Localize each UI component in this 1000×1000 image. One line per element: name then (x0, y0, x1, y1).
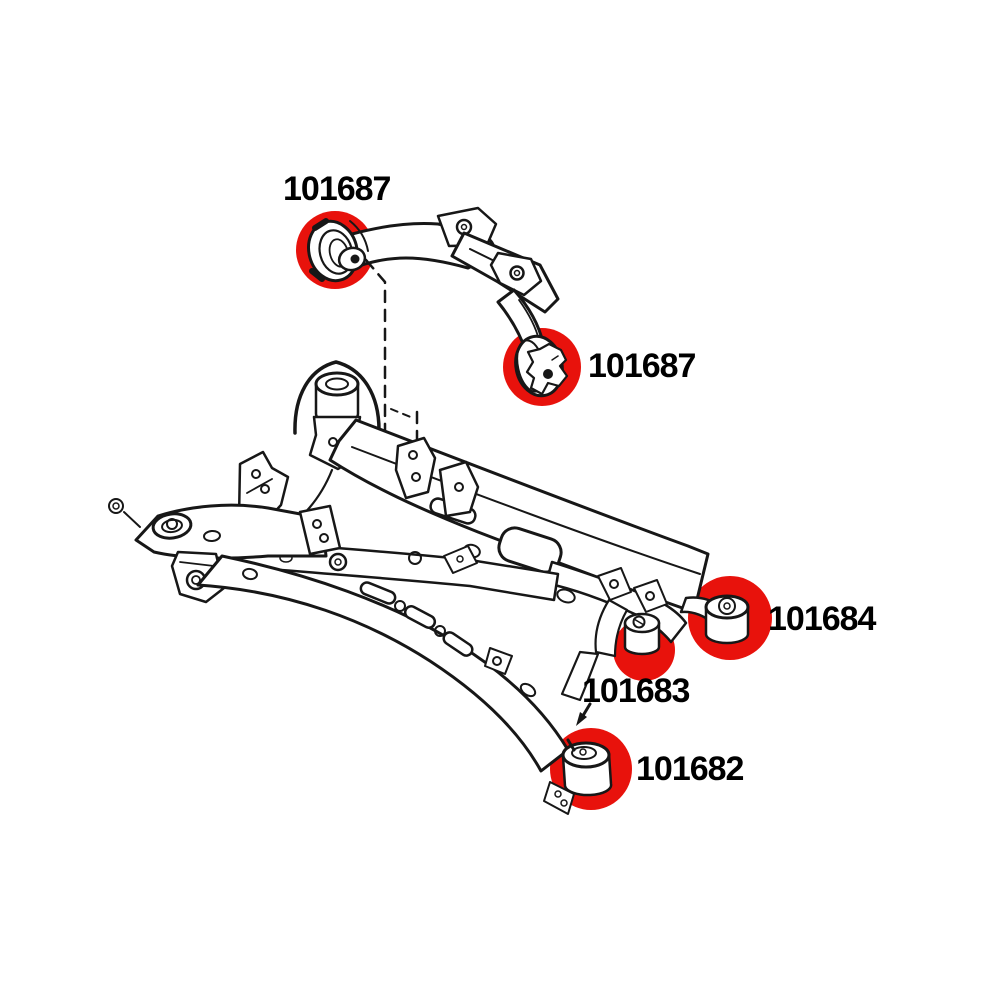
beam-tab (484, 647, 513, 675)
main-rail (328, 418, 710, 614)
strut-to-lower-bushing (560, 650, 600, 702)
arm-hole-oval (203, 529, 221, 543)
crossmember-bracket-a (597, 567, 632, 601)
bolt-hole (456, 555, 464, 563)
bolt-hole (260, 484, 270, 494)
tower-bushing-top (314, 371, 360, 397)
bushing-detail-line (551, 355, 559, 361)
tip-bolt (108, 498, 124, 514)
beam-slot (359, 581, 397, 605)
bushing-101687-right (514, 334, 569, 398)
bolt-hole (554, 790, 562, 798)
bolt-hole (251, 469, 261, 479)
bolt-hole-center (513, 269, 521, 277)
left-trailing-arm (108, 498, 342, 604)
part-label-101684: 101684 (768, 600, 876, 638)
arm-bushing-bolt (166, 518, 178, 530)
callout-arrow-101683 (576, 702, 592, 726)
beam-hole-oval (242, 567, 258, 581)
bushing-cap-line (349, 220, 369, 252)
mount-arm-mid-bracket (489, 251, 543, 297)
bolt-hole (609, 579, 619, 589)
tower-bushing-inner (325, 377, 349, 391)
arm-bushing-inner (161, 518, 183, 534)
beam-hole-center (334, 558, 342, 566)
part-label-101687-left: 101687 (283, 170, 391, 208)
part-label-101683: 101683 (582, 672, 690, 710)
bushing-side-bracket (594, 598, 629, 658)
bolt-hole (312, 519, 322, 529)
arrow-head (576, 712, 587, 726)
lower-curved-beam (196, 554, 570, 773)
bushing-lower-bracket (543, 781, 575, 815)
bushing-101683 (594, 598, 661, 658)
bolt-hole-center (460, 223, 468, 231)
bolt-hole (319, 533, 329, 543)
bushing-detail-line (633, 618, 645, 626)
tip-line (123, 511, 141, 528)
beam-hole (328, 552, 348, 572)
bushing-notch-bottom (309, 268, 325, 282)
crossmember-bracket-b (633, 579, 668, 613)
dashed-tick-right (390, 408, 414, 419)
bushing-101682 (543, 650, 613, 815)
beam-slot (442, 631, 474, 657)
beam-slot (403, 605, 437, 629)
bushing-inner-ring (571, 746, 597, 760)
beam-hole (394, 600, 406, 612)
lower-beam-band (196, 554, 570, 773)
bushing-notch-top (312, 218, 329, 231)
gusset-line (246, 478, 273, 494)
bushing-101684 (704, 594, 750, 645)
bushing-center (723, 602, 731, 610)
part-label-101687-right: 101687 (588, 347, 696, 385)
bracket-line (179, 561, 215, 567)
rail-mount-plate-b (438, 460, 480, 518)
bolt-hole (560, 799, 568, 807)
bolt-hole (492, 656, 502, 666)
beam-hole (434, 625, 446, 637)
bushing-inner-ring (718, 597, 736, 615)
bracket-bolt-center (191, 575, 201, 585)
dashed-line-main (364, 258, 387, 468)
tower-arch (293, 360, 381, 435)
bushing-bolt-head (632, 615, 646, 629)
upper-mount-arm (350, 206, 560, 356)
arm-side-plate (298, 504, 342, 556)
rail-slot-large (497, 526, 563, 574)
beam-hole (408, 551, 422, 565)
part-label-101682: 101682 (636, 750, 744, 788)
subframe-line-art (108, 206, 750, 815)
bushing-stud (566, 738, 576, 752)
bushing-hub-core (350, 254, 360, 264)
beam-hole-oval (519, 682, 537, 698)
rail-mount-plate-a (394, 436, 437, 500)
arm-bushing-outer (151, 512, 193, 540)
bushing-101687-left (307, 218, 369, 283)
bushing-hub-core (543, 369, 553, 379)
bolt-hole (408, 450, 418, 460)
bolt-hole (454, 482, 464, 492)
bushing-center (579, 748, 587, 756)
bushing-top (704, 594, 750, 620)
beam-bracket (443, 545, 478, 574)
bolt-hole (411, 472, 421, 482)
crossmember-hole (556, 588, 576, 604)
bolt-hole (509, 265, 525, 281)
bolt-hole (645, 591, 655, 601)
tip-bolt-center (112, 502, 120, 510)
